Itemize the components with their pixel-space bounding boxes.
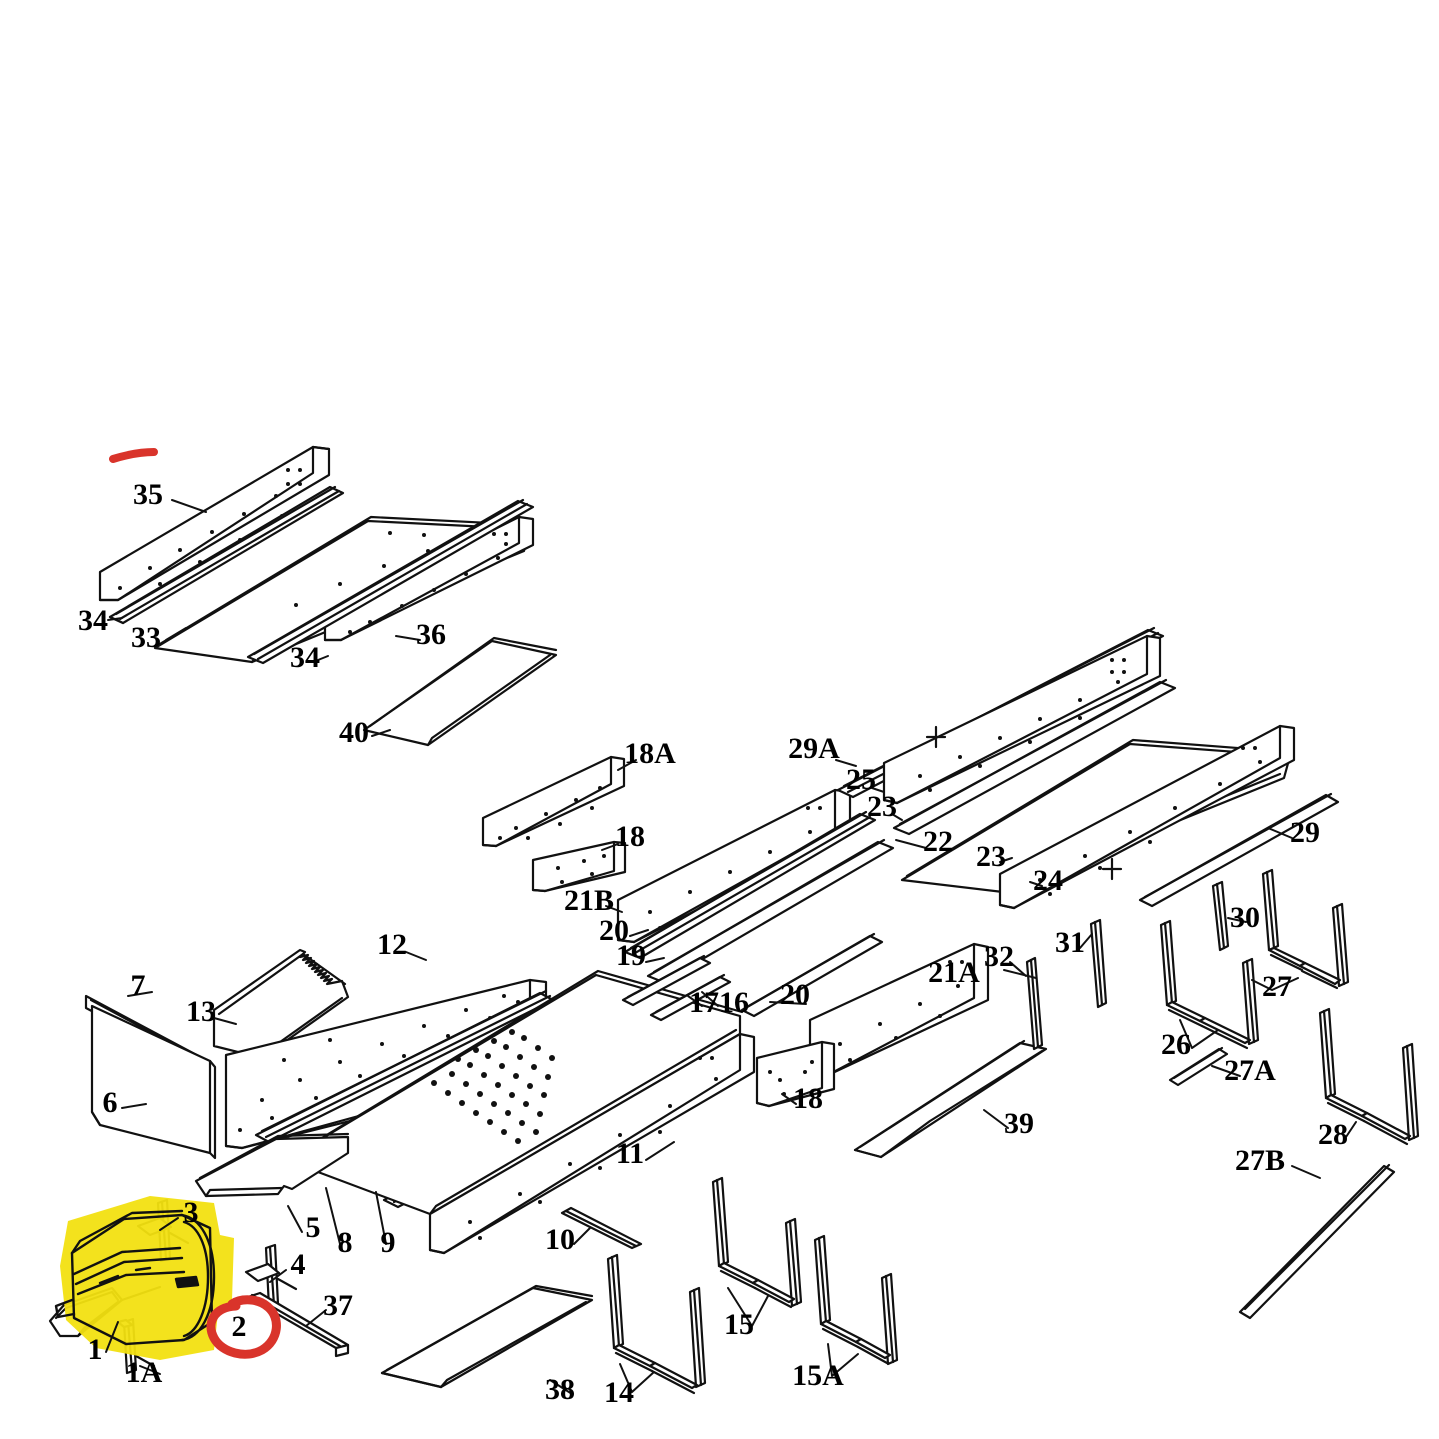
callout-32: 32: [984, 940, 1014, 973]
callout-24: 24: [1033, 864, 1063, 897]
callout-2: 2: [232, 1310, 247, 1343]
part-8-rail: [254, 989, 555, 1144]
part-29-rail: [1138, 792, 1340, 908]
callout-34-a: 34: [78, 604, 108, 637]
callout-1A: 1A: [126, 1356, 163, 1389]
callout-29A: 29A: [788, 732, 840, 765]
part-25-panel: [882, 634, 1162, 805]
part-10-rail: [560, 1206, 643, 1250]
callout-35: 35: [133, 478, 163, 511]
part-23-rail-a: [892, 678, 1177, 836]
callout-38: 38: [545, 1373, 575, 1406]
callout-15A: 15A: [792, 1359, 844, 1392]
yellow-highlight: [60, 1196, 234, 1360]
part-18A-panel: [481, 755, 626, 848]
callout-17: 17: [689, 986, 719, 1019]
callout-27B: 27B: [1235, 1144, 1285, 1177]
part-21A-panel: [808, 942, 990, 1079]
callout-6: 6: [103, 1086, 118, 1119]
callout-14: 14: [604, 1376, 634, 1409]
red-annotations: [109, 448, 281, 1359]
callout-23-b: 23: [976, 840, 1006, 873]
callout-16: 16: [719, 986, 749, 1019]
callout-33: 33: [131, 621, 161, 654]
callout-25: 25: [846, 763, 876, 796]
part-14-bracket: [606, 1253, 707, 1395]
callout-20-a: 20: [599, 914, 629, 947]
part-34-rail-upper: [108, 485, 345, 625]
callout-29: 29: [1290, 816, 1320, 849]
part-27-bracket: [1261, 868, 1350, 990]
part-32-strip: [1025, 956, 1044, 1051]
part-20-rail-b: [740, 932, 884, 1018]
callout-3: 3: [184, 1196, 199, 1229]
part-5-plate: [194, 1132, 350, 1198]
part-11-bed-floor: [284, 969, 744, 1216]
callout-27: 27: [1262, 970, 1292, 1003]
callout-36: 36: [416, 618, 446, 651]
callout-4: 4: [291, 1248, 306, 1281]
part-20-rail-a: [623, 810, 877, 960]
part-26-bracket: [1159, 919, 1260, 1050]
callout-9: 9: [381, 1226, 396, 1259]
part-38-plate: [380, 1284, 594, 1389]
callout-12: 12: [377, 928, 407, 961]
part-18-panel-lower: [755, 1040, 836, 1108]
part-24-panel: [998, 724, 1296, 910]
callout-21A: 21A: [928, 956, 980, 989]
callout-8: 8: [338, 1226, 353, 1259]
callout-28: 28: [1318, 1118, 1348, 1151]
callout-23-a: 23: [867, 790, 897, 823]
part-40-plate: [362, 636, 558, 747]
part-39-plate: [853, 1039, 1048, 1159]
part-6-end-panel: [90, 1004, 217, 1160]
callout-22: 22: [923, 825, 953, 858]
callout-1: 1: [88, 1333, 103, 1366]
callout-39: 39: [1004, 1107, 1034, 1140]
callout-11: 11: [616, 1137, 644, 1170]
part-4-clip: [244, 1243, 298, 1309]
callout-18-upper: 18: [615, 820, 645, 853]
callout-31: 31: [1055, 926, 1085, 959]
callout-27A: 27A: [1224, 1054, 1276, 1087]
callout-13: 13: [186, 995, 216, 1028]
line-art: [48, 445, 1420, 1395]
callout-10: 10: [545, 1223, 575, 1256]
part-2-tank: [54, 1209, 216, 1346]
callout-7: 7: [131, 969, 146, 1002]
part-31-strip: [1089, 918, 1108, 1009]
callout-18-lower: 18: [793, 1082, 823, 1115]
callout-5: 5: [306, 1211, 321, 1244]
part-17-small-rail: [621, 954, 712, 1007]
callout-20-b: 20: [780, 978, 810, 1011]
callout-21B: 21B: [564, 884, 614, 917]
callout-40: 40: [339, 716, 369, 749]
callout-34-b: 34: [290, 641, 320, 674]
part-30-strip: [1211, 880, 1230, 952]
callout-18A: 18A: [624, 737, 676, 770]
callout-26: 26: [1161, 1028, 1191, 1061]
part-15-bracket: [711, 1176, 803, 1309]
part-18-panel-upper: [531, 840, 627, 893]
part-15A-bracket: [813, 1234, 899, 1366]
callout-15: 15: [724, 1308, 754, 1341]
part-27B-rod: [1238, 1163, 1396, 1320]
leader-lines: [105, 499, 1357, 1395]
callout-30: 30: [1230, 901, 1260, 934]
part-11-end-panel: [428, 1032, 756, 1255]
part-27A-rod: [1168, 1046, 1229, 1087]
callout-37: 37: [323, 1289, 353, 1322]
callout-19: 19: [616, 939, 646, 972]
callout-labels: 1 1A 2 3 4 5 6 7 8 9 10 11 12 13 14 15 1…: [78, 478, 1348, 1409]
part-34-rail-lower: [246, 498, 535, 665]
part-28-bracket: [1318, 1007, 1420, 1146]
